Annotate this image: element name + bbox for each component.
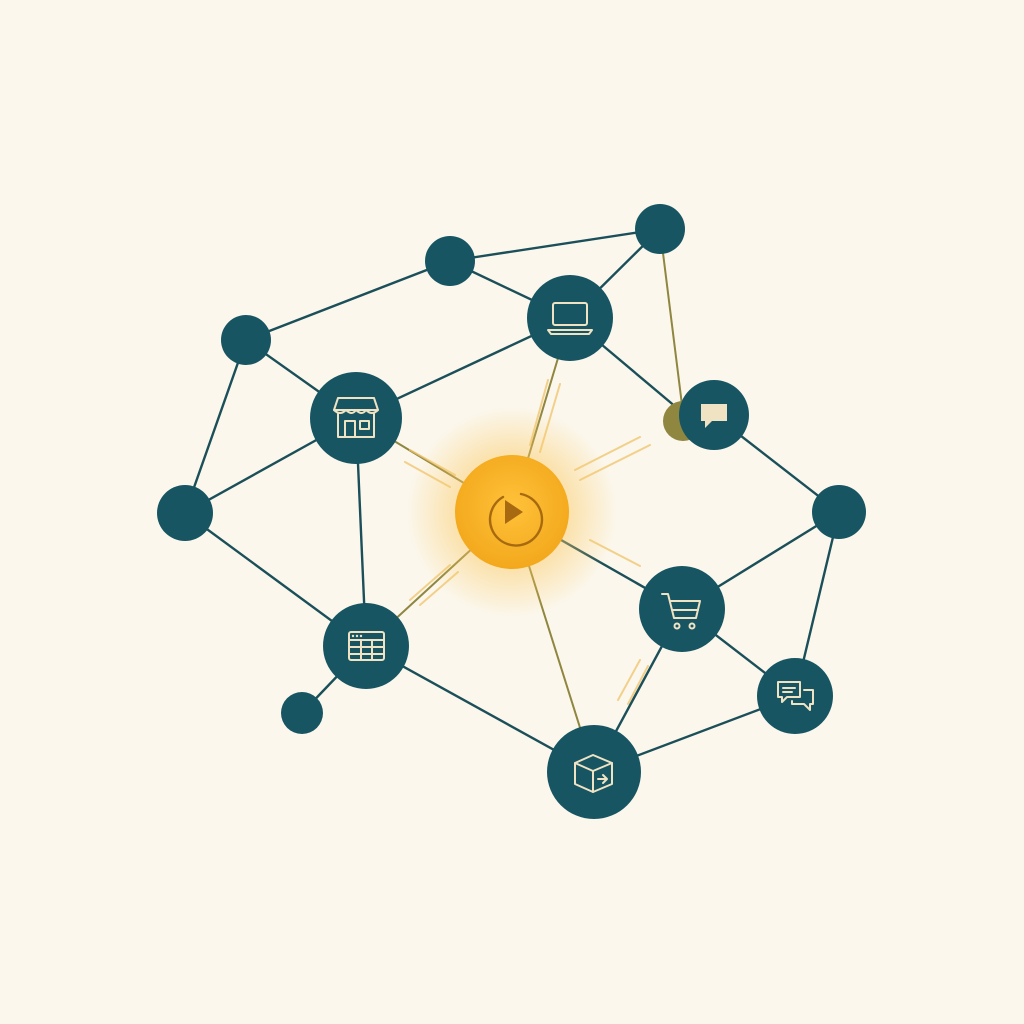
edge — [659, 228, 684, 414]
storefront-icon — [333, 397, 379, 438]
package-icon — [574, 754, 613, 793]
edge — [448, 227, 662, 263]
node-package[interactable] — [547, 725, 641, 819]
node-laptop[interactable] — [527, 275, 613, 361]
node-cart[interactable] — [639, 566, 725, 652]
node-right-dot[interactable] — [812, 485, 866, 539]
node-store[interactable] — [310, 372, 402, 464]
edge — [183, 338, 248, 515]
table-icon — [348, 631, 385, 661]
node-messages[interactable] — [757, 658, 833, 734]
hub-node[interactable] — [407, 407, 617, 617]
shopping-cart-icon — [661, 593, 701, 630]
node-top-right-dot[interactable] — [635, 204, 685, 254]
node-left-dot[interactable] — [157, 485, 213, 541]
messages-icon — [777, 681, 814, 711]
node-chat[interactable] — [679, 380, 749, 450]
node-table[interactable] — [323, 603, 409, 689]
play-icon — [488, 492, 544, 547]
chat-bubble-icon — [701, 404, 727, 428]
laptop-icon — [547, 302, 593, 335]
node-top-dot[interactable] — [425, 236, 475, 286]
node-left-upper-dot[interactable] — [221, 315, 271, 365]
edge — [244, 259, 452, 342]
node-small-dot[interactable] — [281, 692, 323, 734]
